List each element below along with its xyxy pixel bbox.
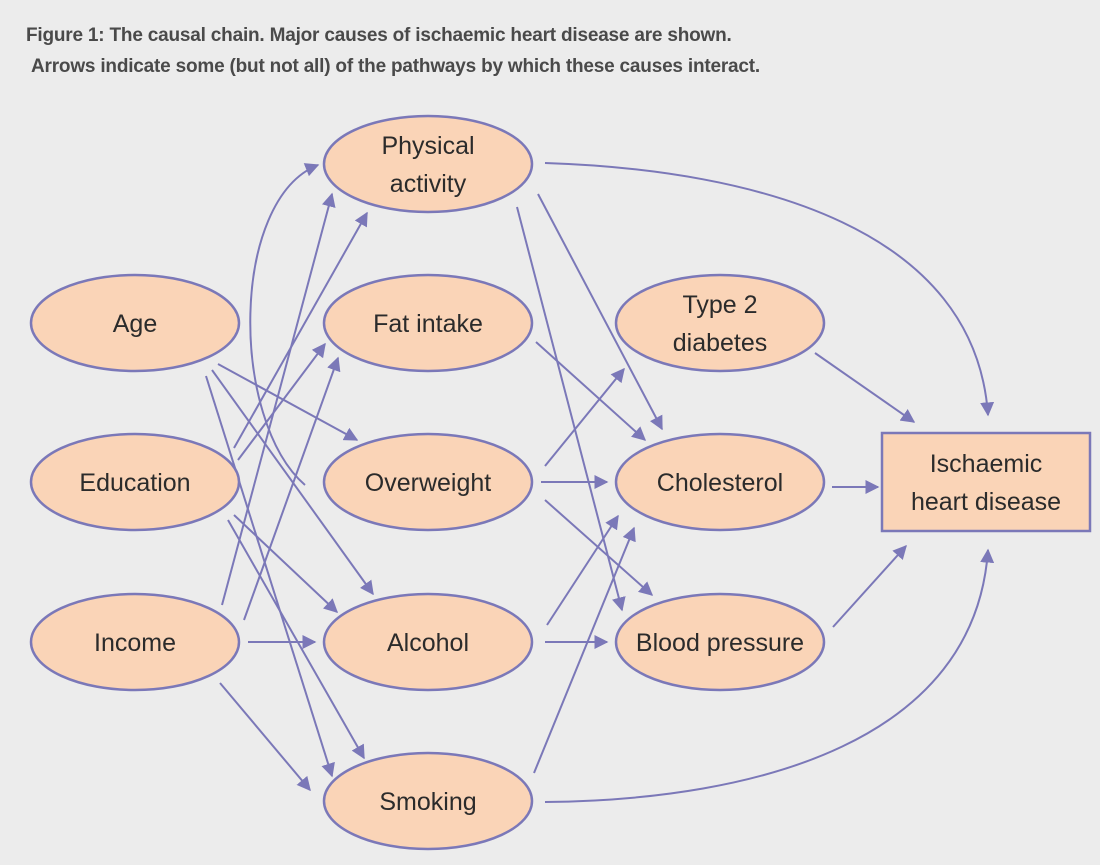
node-cholesterol: Cholesterol (614, 432, 826, 532)
caption-line-2: Arrows indicate some (but not all) of th… (31, 56, 760, 77)
node-fat-intake: Fat intake (322, 273, 534, 373)
node-label-alcohol-line-1: Alcohol (387, 629, 469, 657)
node-label-physical-activity-line-2: activity (390, 170, 467, 198)
arrow-income-smoking (219, 682, 311, 792)
node-physical-activity: Physical activity (322, 114, 534, 214)
node-label-income-line-1: Income (94, 629, 176, 657)
node-ischaemic-heart-disease: Ischaemic heart disease (880, 431, 1092, 533)
arrow-smoking-ihd (544, 548, 995, 803)
arrow-blood-pressure-ihd (832, 544, 907, 628)
arrow-income-fat-intake (243, 356, 341, 621)
arrow-education-fat-intake (237, 342, 326, 461)
arrow-income-physical-activity (221, 192, 336, 606)
node-smoking: Smoking (322, 751, 534, 851)
node-label-blood-pressure-line-1: Blood pressure (636, 629, 804, 657)
arrow-age-physical-activity (249, 163, 320, 486)
arrow-type2-diabetes-ihd (814, 352, 916, 423)
node-income: Income (29, 592, 241, 692)
nodes: Age Education Income Physical activity Fa… (29, 114, 1092, 851)
node-label-ihd-line-2: heart disease (911, 488, 1061, 516)
caption-line-1: Figure 1: The causal chain. Major causes… (26, 25, 732, 46)
arrow-overweight-type2-diabetes (544, 367, 625, 467)
arrow-education-smoking (227, 519, 365, 760)
arrow-physical-activity-cholesterol (537, 193, 663, 431)
node-label-education-line-1: Education (79, 469, 190, 497)
node-type2-diabetes: Type 2 diabetes (614, 273, 826, 373)
node-age: Age (29, 273, 241, 373)
node-label-cholesterol-line-1: Cholesterol (657, 469, 783, 497)
arrow-fat-intake-cholesterol (535, 341, 647, 441)
node-label-smoking-line-1: Smoking (379, 788, 476, 816)
node-label-type2-diabetes-line-1: Type 2 (682, 291, 757, 319)
node-label-type2-diabetes-line-2: diabetes (673, 329, 768, 357)
arrow-alcohol-cholesterol (546, 514, 619, 626)
node-label-age-line-1: Age (113, 310, 157, 338)
node-label-physical-activity-line-1: Physical (381, 132, 474, 160)
node-label-overweight-line-1: Overweight (365, 469, 491, 497)
node-blood-pressure: Blood pressure (614, 592, 826, 692)
node-overweight: Overweight (322, 432, 534, 532)
node-label-ihd-line-1: Ischaemic (930, 450, 1043, 478)
arrow-age-overweight (217, 363, 359, 441)
arrow-education-physical-activity (233, 211, 368, 449)
arrow-smoking-cholesterol (533, 526, 636, 774)
arrow-education-alcohol (233, 514, 339, 613)
figure-caption: Figure 1: The causal chain. Major causes… (26, 20, 1076, 82)
arrow-physical-activity-ihd (544, 162, 995, 417)
arrows (205, 162, 995, 803)
arrow-age-smoking (205, 375, 335, 778)
arrow-physical-activity-blood-pressure (516, 206, 626, 612)
node-education: Education (29, 432, 241, 532)
node-label-fat-intake-line-1: Fat intake (373, 310, 483, 338)
node-alcohol: Alcohol (322, 592, 534, 692)
